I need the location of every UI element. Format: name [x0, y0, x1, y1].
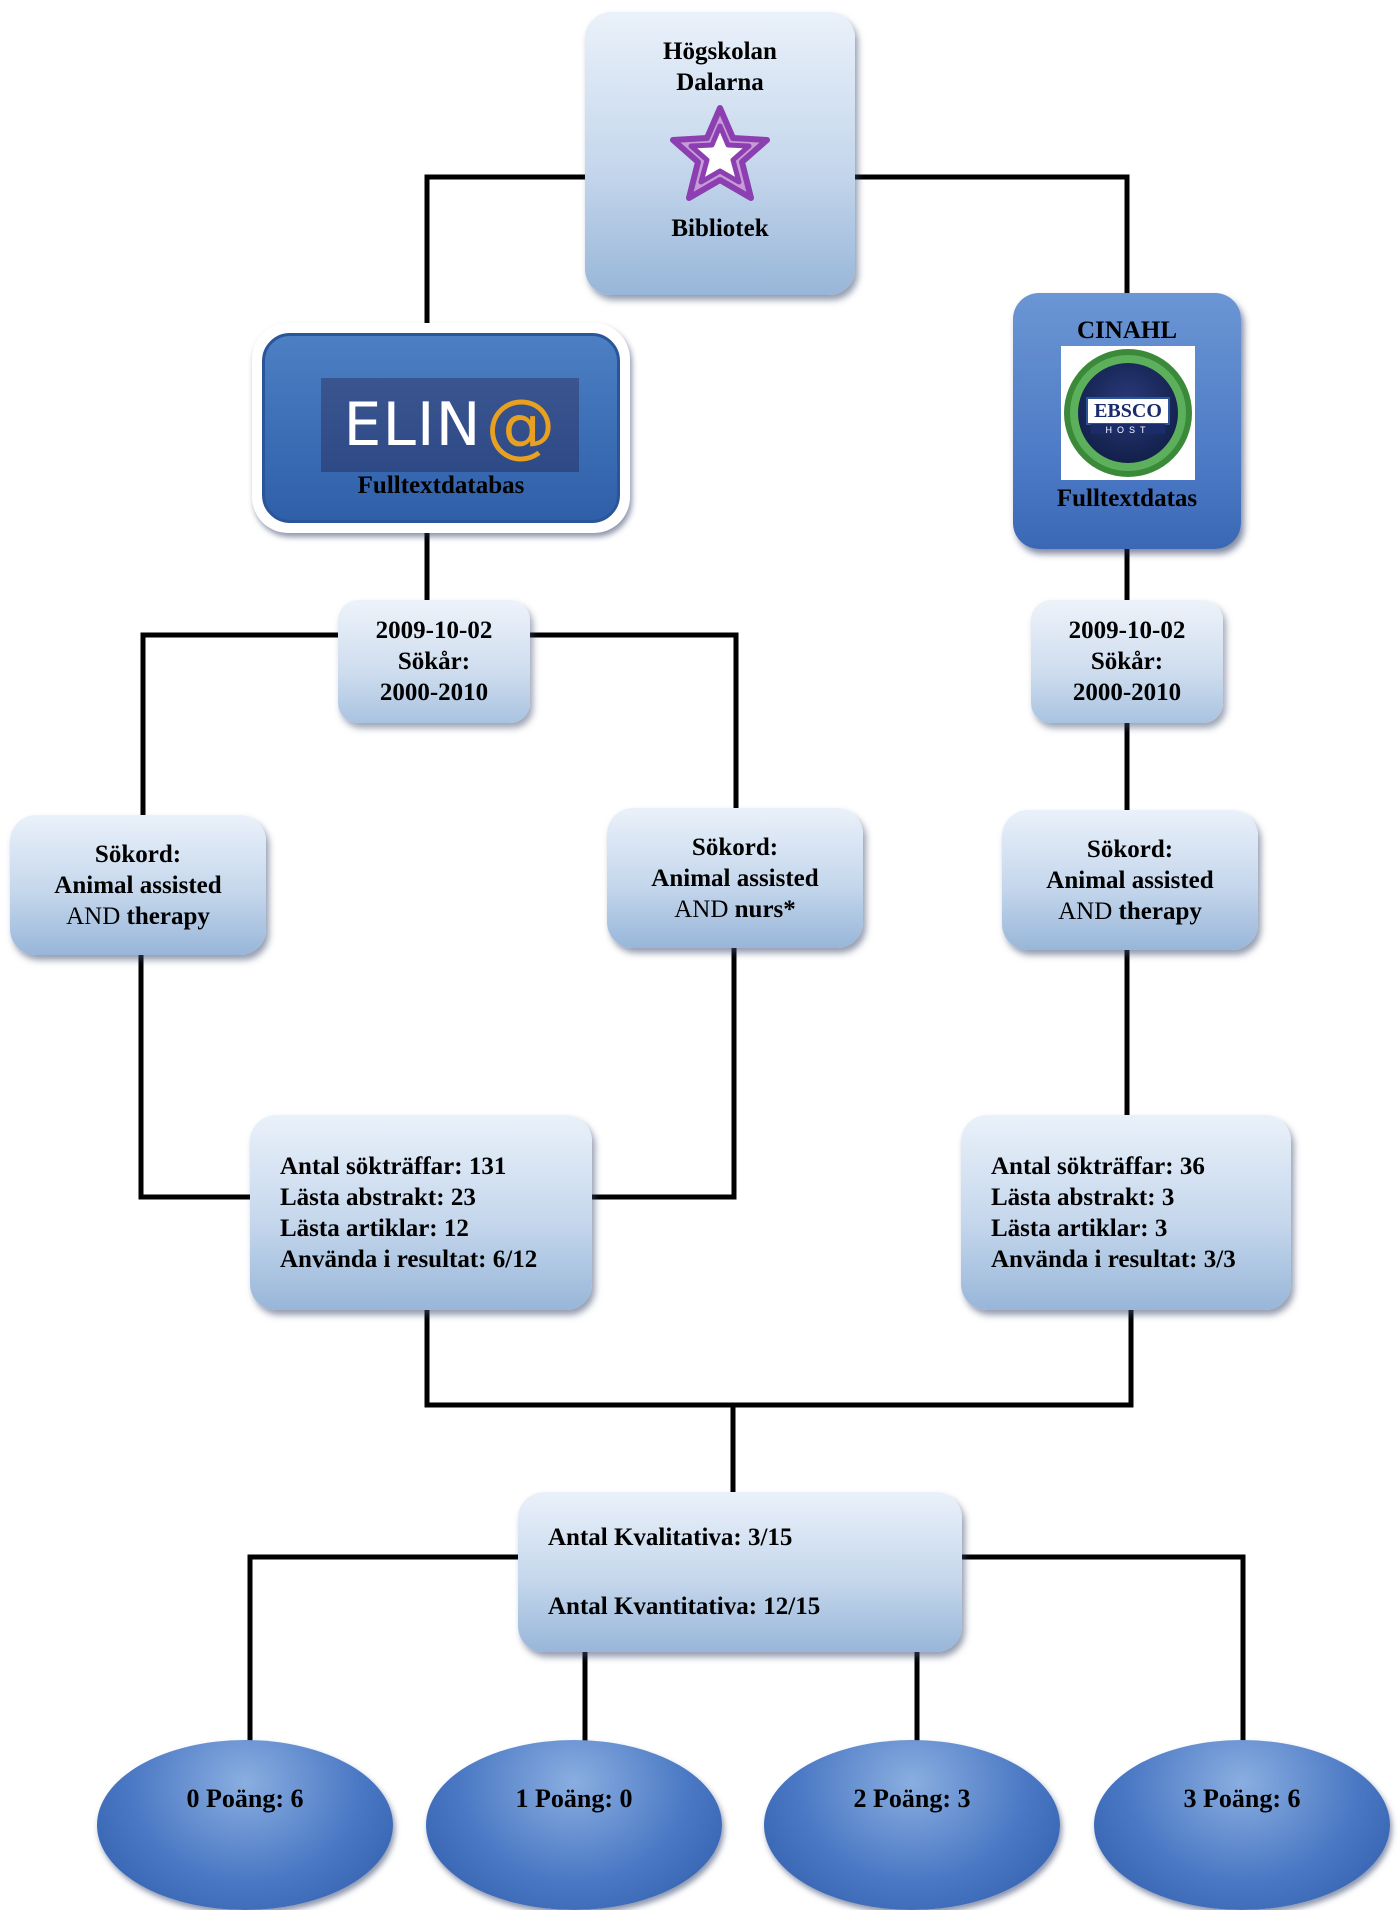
- score-oval-2: 2 Poäng: 3: [764, 1740, 1060, 1910]
- date-left-line3: 2000-2010: [379, 679, 489, 706]
- connector-results-merge: [424, 1310, 1134, 1408]
- connector-search-a-results: [138, 955, 252, 1200]
- search-b-label: Sökord:: [691, 833, 779, 861]
- search-b-operator: AND: [674, 895, 729, 923]
- date-right-line1: 2009-10-02: [1068, 617, 1186, 644]
- elina-logo: ELIN@: [321, 378, 579, 472]
- summary-quantitative: Antal Kvantitativa: 12/15: [548, 1593, 821, 1620]
- results-right-abstracts: Lästa abstrakt: 3: [991, 1183, 1175, 1211]
- svg-text:HOST: HOST: [1105, 425, 1150, 435]
- connector-summary-oval-3: [962, 1554, 1246, 1742]
- star-icon: [665, 102, 775, 207]
- connector-summary-oval-0: [247, 1554, 518, 1742]
- date-left-line1: 2009-10-02: [375, 617, 493, 644]
- connector-search-b-results: [592, 947, 737, 1200]
- results-left-hits: Antal sökträffar: 131: [280, 1152, 507, 1180]
- search-a-operator: AND: [66, 902, 121, 930]
- search-b-term2: nurs*: [734, 895, 796, 923]
- elina-caption: Fulltextdatabas: [357, 472, 525, 499]
- results-left: Antal sökträffar: 131 Lästa abstrakt: 23…: [250, 1115, 592, 1310]
- search-right-term2: therapy: [1118, 897, 1202, 925]
- date-right-line3: 2000-2010: [1072, 679, 1182, 706]
- results-right-hits: Antal sökträffar: 36: [991, 1152, 1205, 1180]
- connector-date-search-b: [530, 632, 739, 808]
- search-a-term2: therapy: [126, 902, 210, 930]
- results-right-used: Använda i resultat: 3/3: [991, 1245, 1236, 1273]
- search-date-left: 2009-10-02 Sökår: 2000-2010: [338, 600, 530, 723]
- elina-node: ELIN@ Fulltextdatabas: [252, 323, 630, 533]
- library-node: Högskolan Dalarna Bibliotek: [585, 12, 855, 295]
- results-left-used: Använda i resultat: 6/12: [280, 1245, 538, 1273]
- library-name-line2: Dalarna: [676, 69, 764, 96]
- search-terms-left-b: Sökord: Animal assisted AND nurs*: [607, 808, 863, 948]
- cinahl-node: CINAHL EBSCO HOST Fulltextdatas: [1013, 293, 1241, 549]
- search-b-term1: Animal assisted: [651, 864, 819, 892]
- library-name-line3: Bibliotek: [671, 215, 769, 242]
- cinahl-title: CINAHL: [1076, 317, 1177, 344]
- results-left-articles: Lästa artiklar: 12: [280, 1214, 469, 1242]
- connector-root-elina: [424, 174, 585, 330]
- results-right: Antal sökträffar: 36 Lästa abstrakt: 3 L…: [961, 1115, 1291, 1310]
- score-oval-3: 3 Poäng: 6: [1094, 1740, 1390, 1910]
- summary-qualitative: Antal Kvalitativa: 3/15: [548, 1524, 793, 1551]
- score-oval-1: 1 Poäng: 0: [426, 1740, 722, 1910]
- search-right-label: Sökord:: [1086, 835, 1174, 863]
- library-name-line1: Högskolan: [663, 38, 777, 65]
- date-left-line2: Sökår:: [397, 648, 471, 675]
- connector-root-cinahl: [855, 174, 1130, 293]
- search-a-term1: Animal assisted: [54, 871, 222, 899]
- search-terms-left-a: Sökord: Animal assisted AND therapy: [10, 815, 266, 955]
- score-oval-0: 0 Poäng: 6: [97, 1740, 393, 1910]
- search-right-operator: AND: [1058, 897, 1113, 925]
- results-right-articles: Lästa artiklar: 3: [991, 1214, 1168, 1242]
- search-terms-right: Sökord: Animal assisted AND therapy: [1002, 810, 1258, 950]
- connector-date-search-a: [140, 632, 338, 815]
- cinahl-caption: Fulltextdatas: [1056, 485, 1198, 512]
- results-left-abstracts: Lästa abstrakt: 23: [280, 1183, 476, 1211]
- summary-box: Antal Kvalitativa: 3/15 Antal Kvantitati…: [518, 1492, 962, 1652]
- search-date-right: 2009-10-02 Sökår: 2000-2010: [1031, 600, 1223, 723]
- ebsco-host-icon: EBSCO HOST: [1061, 346, 1195, 480]
- date-right-line2: Sökår:: [1090, 648, 1164, 675]
- svg-text:EBSCO: EBSCO: [1094, 400, 1162, 422]
- search-right-term1: Animal assisted: [1046, 866, 1214, 894]
- search-a-label: Sökord:: [94, 840, 182, 868]
